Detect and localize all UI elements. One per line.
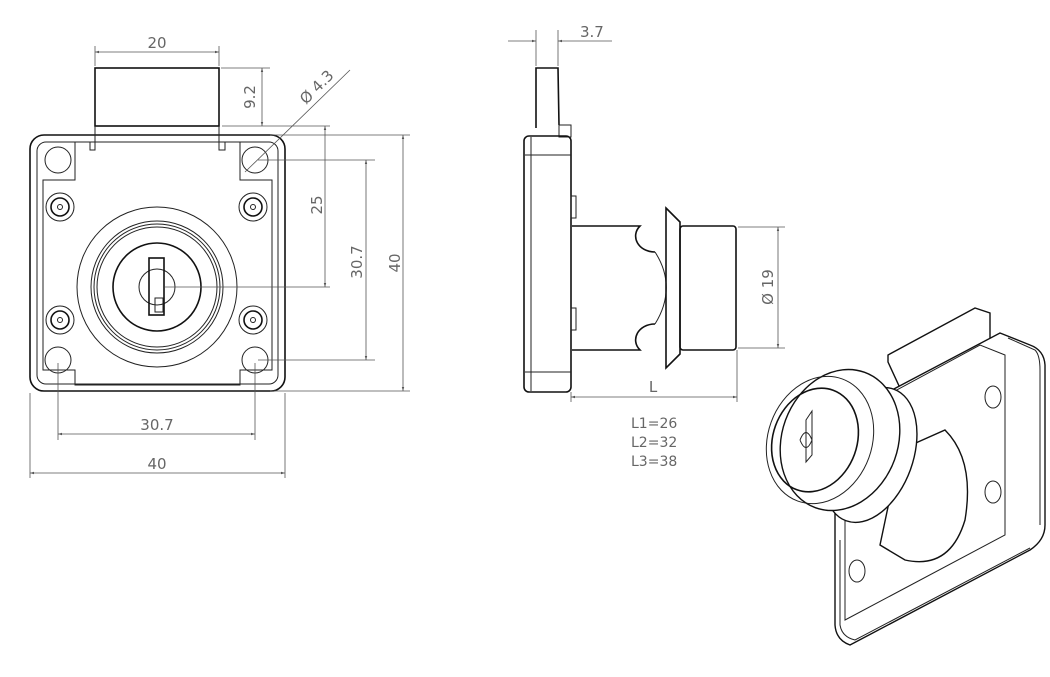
dim-body-width: 40: [147, 455, 166, 473]
length-option-l2: L2=32: [631, 435, 677, 451]
rivets: [45, 192, 268, 335]
front-cylinder: [679, 225, 737, 351]
dim-hole-diameter: Ø 4.3: [296, 67, 337, 108]
side-view: 3.7 Ø 19 L L1=26 L2=32 L3=38: [508, 23, 785, 470]
dim-bolt-thickness: 3.7: [580, 23, 604, 41]
inner-plate: [42, 126, 273, 386]
bolt: [94, 67, 220, 127]
dim-body-height: 40: [386, 253, 404, 272]
cylinder-iso: [779, 368, 901, 512]
lock-body-inner-edge: [36, 141, 279, 385]
lock-body-side: [523, 135, 572, 393]
corner-holes: [44, 146, 269, 374]
bolt-side: [535, 67, 560, 128]
isometric-view: [765, 307, 1046, 646]
length-option-l3: L3=38: [631, 454, 677, 470]
keyway-icon: [148, 257, 165, 316]
dim-bolt-width: 20: [147, 34, 166, 52]
dim-hole-to-center: 25: [308, 195, 326, 214]
length-option-l1: L1=26: [631, 416, 677, 432]
mounting-hole-icon: [44, 146, 72, 174]
front-view: 20 9.2 Ø 4.3 25 30.7 40 30.7 40: [29, 34, 410, 478]
lock-body: [29, 134, 286, 392]
dim-length: L: [649, 378, 658, 396]
dim-cylinder-diameter: Ø 19: [759, 269, 777, 305]
dim-hole-spacing-vertical: 30.7: [348, 245, 366, 278]
cylinder-housing: [572, 225, 656, 351]
dim-hole-spacing-horizontal: 30.7: [140, 416, 173, 434]
keyway-iso-icon: [799, 409, 813, 464]
dim-bolt-height: 9.2: [241, 85, 259, 109]
flange: [665, 206, 681, 370]
